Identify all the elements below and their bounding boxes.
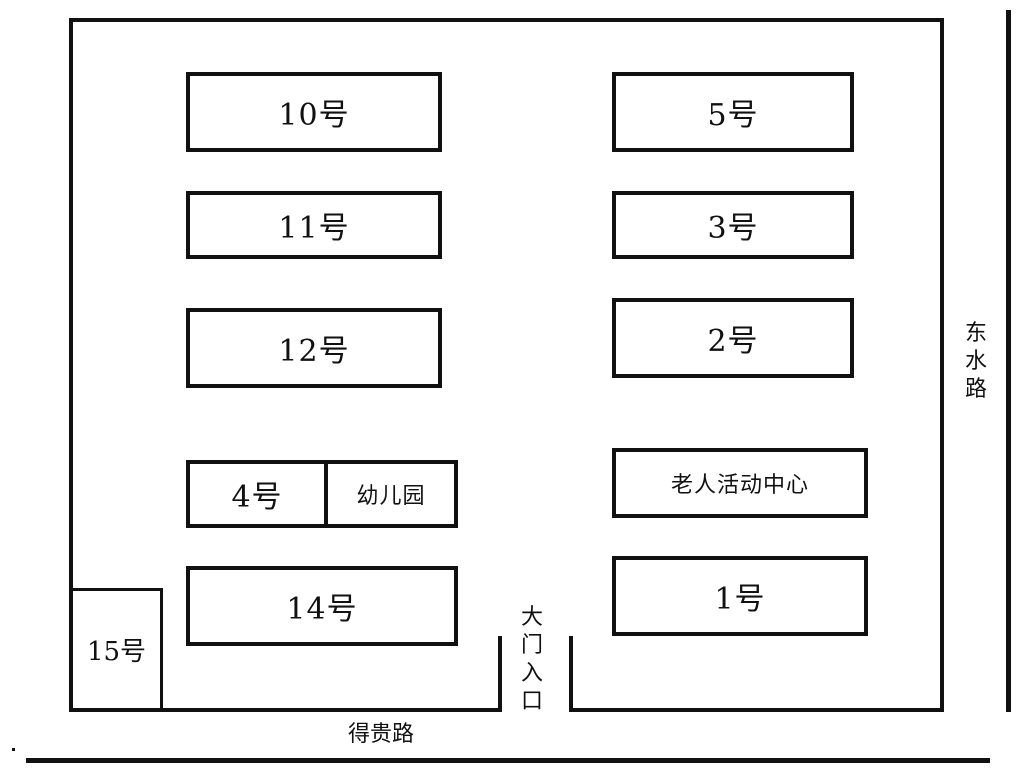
building-15-wall-top <box>69 588 163 591</box>
wall-top <box>69 18 944 22</box>
building-4-kindergarten: 4号 幼儿园 <box>186 460 458 528</box>
kindergarten: 幼儿园 <box>356 484 426 509</box>
building-14: 14号 <box>186 566 458 646</box>
south-road-label: 得贵路 <box>348 722 415 747</box>
east-road-line <box>1006 10 1011 712</box>
building-15: 15号 <box>86 637 147 667</box>
wall-right <box>940 18 944 712</box>
wall-bottom-right <box>569 708 944 712</box>
building-3: 3号 <box>612 191 854 259</box>
south-road-line <box>26 758 990 763</box>
building-10: 10号 <box>186 72 442 152</box>
building-15-wall-right <box>160 588 163 712</box>
gate-post-left <box>498 636 502 712</box>
building-5: 5号 <box>612 72 854 152</box>
building-4: 4号 <box>190 464 328 524</box>
building-12: 12号 <box>186 308 442 388</box>
wall-bottom-left <box>69 708 502 712</box>
senior-activity-center: 老人活动中心 <box>612 448 868 518</box>
building-1: 1号 <box>612 556 868 636</box>
small-dot <box>12 748 15 751</box>
wall-left <box>69 18 73 712</box>
building-2: 2号 <box>612 298 854 378</box>
main-gate-label: 大门入口 <box>520 605 543 714</box>
gate-post-right <box>569 636 573 712</box>
building-11: 11号 <box>186 191 442 259</box>
east-road-label: 东水路 <box>964 321 987 402</box>
